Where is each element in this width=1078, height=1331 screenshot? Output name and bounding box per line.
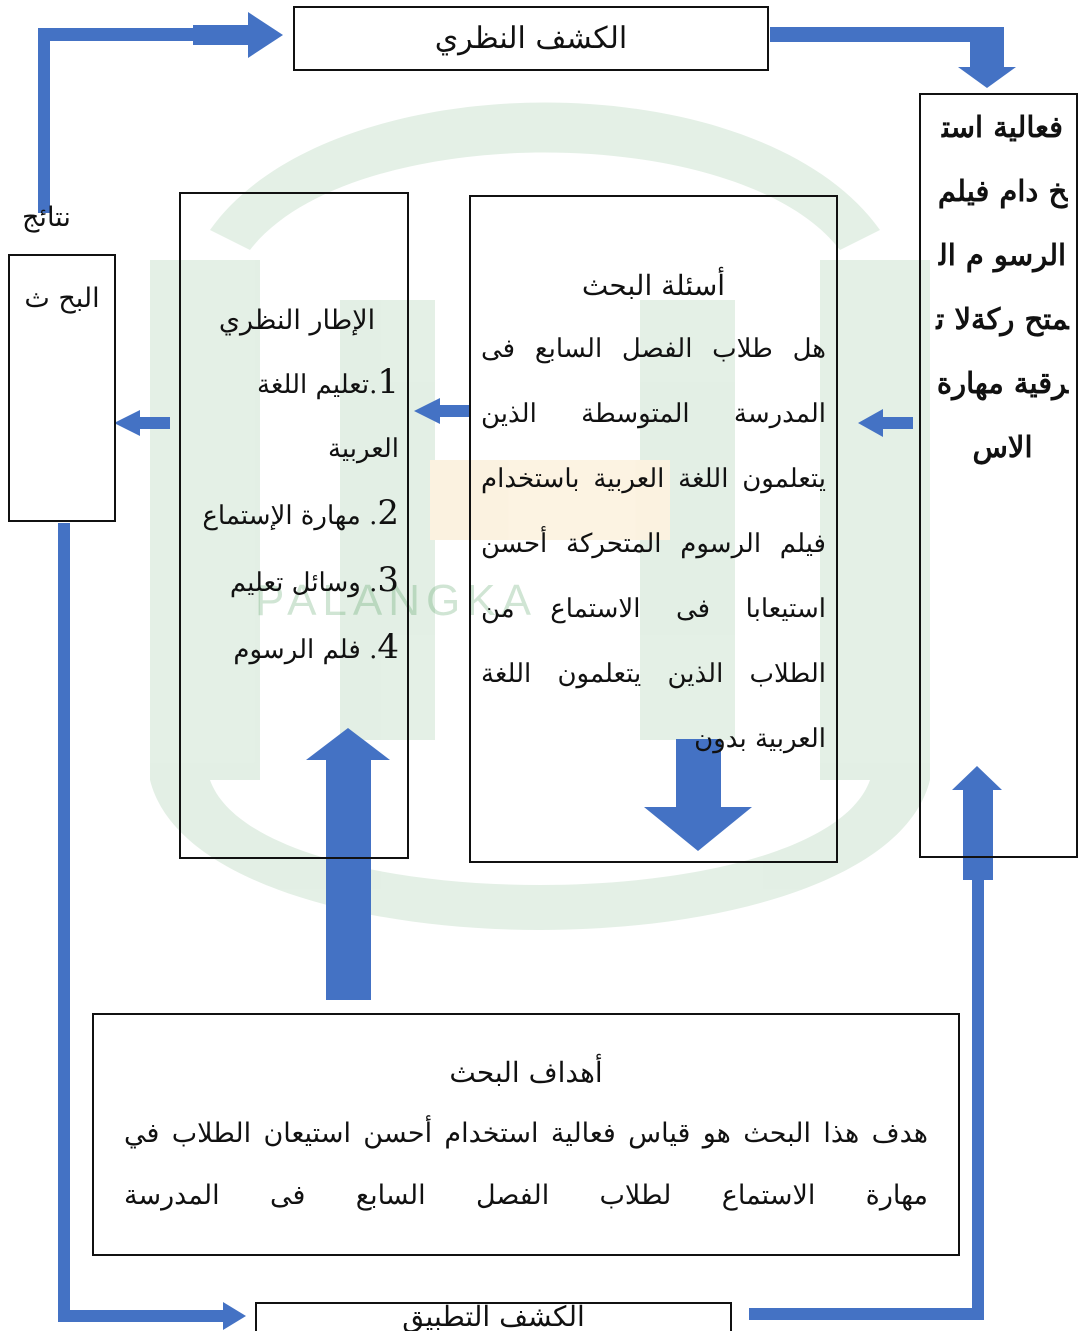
arrow-right-icon <box>223 1302 246 1330</box>
framework-item-text: . مهارة الإستماع <box>202 501 378 531</box>
connector-line <box>38 38 50 213</box>
research-results-text: البح ث <box>24 283 100 314</box>
connector-line <box>58 1310 223 1322</box>
theoretical-framework-heading: الإطار النظري <box>218 305 376 336</box>
framework-item: 4. فلم الرسوم <box>195 615 399 682</box>
research-objectives-box: أهداف البحث هدف هذا البحث هو قياس فعالية… <box>92 1013 960 1256</box>
watermark-dome <box>210 102 880 250</box>
framework-item-text: . وسائل تعليم <box>229 568 378 598</box>
arrow-left-icon <box>114 410 140 436</box>
connector-line <box>676 739 721 807</box>
theoretical-discovery-label: الكشف النظري <box>434 21 628 56</box>
watermark-pillar <box>150 260 260 780</box>
connector-line <box>440 405 470 417</box>
connector-line <box>58 523 70 1322</box>
framework-item: 3. وسائل تعليم <box>195 548 399 615</box>
framework-item-text: . فلم الرسوم <box>233 635 378 665</box>
research-questions-box: أسئلة البحث هل طلاب الفصل السابع فى المد… <box>469 195 838 863</box>
arrow-left-icon <box>414 398 440 424</box>
arrow-down-icon <box>958 67 1016 88</box>
results-label: نتائج <box>22 202 71 233</box>
connector-line <box>749 1308 982 1320</box>
connector-line <box>770 27 970 42</box>
arrow-down-icon <box>644 807 752 851</box>
connector-line <box>963 790 993 880</box>
connector-line <box>193 25 248 45</box>
connector-line <box>326 760 371 1000</box>
watermark-pillar <box>640 300 735 740</box>
research-objectives-heading: أهداف البحث <box>449 1056 603 1089</box>
framework-item-number: 4 <box>377 627 399 667</box>
research-title-box: فعالية استخ دام فيلم الرسو م المتح ركةلا… <box>919 93 1078 858</box>
framework-item: 2. مهارة الإستماع <box>195 481 399 548</box>
framework-item-number: 3 <box>377 560 399 600</box>
applied-discovery-box: الكشف التطبيق <box>255 1302 732 1331</box>
watermark-pillar <box>340 300 435 740</box>
framework-item-text: .تعليم اللغة العربية <box>257 370 399 464</box>
applied-discovery-label: الكشف التطبيق <box>402 1302 585 1331</box>
research-questions-text: هل طلاب الفصل السابع فى المدرسة المتوسطة… <box>481 334 826 754</box>
arrow-up-icon <box>306 728 390 760</box>
connector-line <box>140 417 170 429</box>
research-objectives-text: هدف هذا البحث هو قياس فعالية استخدام أحس… <box>124 1118 928 1211</box>
arrow-up-icon <box>952 766 1002 790</box>
watermark-text: PALANGKA <box>255 576 537 625</box>
connector-line <box>38 28 193 41</box>
arrow-right-icon <box>248 12 283 58</box>
connector-line <box>972 880 984 1320</box>
watermark-pillar <box>820 260 930 780</box>
research-results-box: البح ث <box>8 254 116 522</box>
research-questions-heading: أسئلة البحث <box>581 269 726 302</box>
connector-line <box>970 27 1004 67</box>
theoretical-framework-box: الإطار النظري 1.تعليم اللغة العربية 2. م… <box>179 192 409 859</box>
research-title-text: فعالية استخ دام فيلم الرسو م المتح ركةلا… <box>936 110 1069 464</box>
framework-item: 1.تعليم اللغة العربية <box>195 350 399 481</box>
framework-item-number: 1 <box>377 362 399 402</box>
framework-item-number: 2 <box>377 493 399 533</box>
arrow-left-icon <box>858 409 883 437</box>
theoretical-discovery-box: الكشف النظري <box>293 6 769 71</box>
connector-line <box>883 417 913 429</box>
